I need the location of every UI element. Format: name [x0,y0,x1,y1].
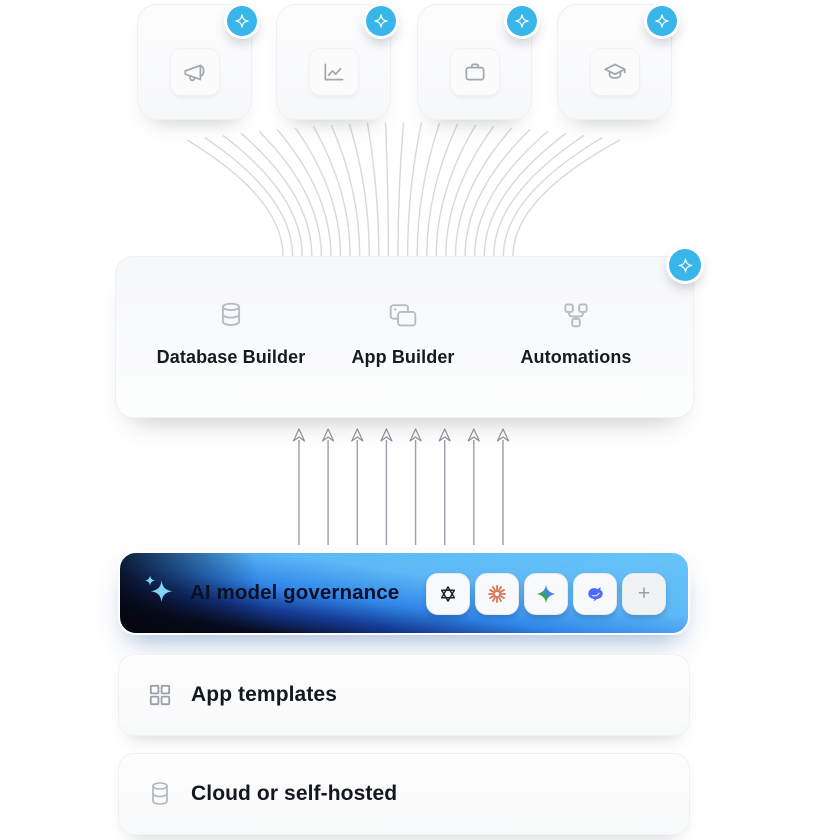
banner-title: AI model governance [190,581,400,604]
deepseek-icon [584,583,607,606]
gemini-icon [535,583,557,605]
ai-sparkle-badge [227,6,257,36]
platform-item-database-builder: Database Builder [141,297,321,368]
sparkle-icon [136,570,182,616]
ai-sparkle-badge [647,6,677,36]
icon-tile [308,48,359,96]
sparkle-icon [676,256,695,275]
ai-sparkle-badge [507,6,537,36]
use-case-card-education [557,4,677,120]
fan-lines [186,121,621,257]
briefcase-icon [462,59,488,85]
icon-tile [449,48,500,96]
icon-tile [589,48,640,96]
plus-icon: + [637,581,651,605]
openai-icon [437,583,459,605]
feature-row-app-templates: App templates [118,654,690,736]
platform-item-automations: Automations [486,297,666,368]
platform-panel: Database Builder App Builder [115,249,701,418]
megaphone-icon [182,59,208,85]
sparkle-icon [513,12,531,30]
app-builder-icon [313,297,493,333]
database-icon [141,297,321,333]
platform-item-label: Database Builder [156,347,306,367]
ai-sparkle-badge [669,249,701,281]
use-case-card-analytics [276,4,396,120]
ai-sparkle-badge [366,6,396,36]
sparkle-icon [233,12,251,30]
openai-logo-chip[interactable] [426,573,470,615]
feature-row-label: Cloud or self-hosted [191,782,398,805]
ai-governance-banner: AI model governance [118,551,690,635]
sparkle-icon [653,12,671,30]
icon-tile [169,48,220,96]
platform-item-label: Automations [520,347,632,367]
up-arrows [292,428,510,545]
grid-icon [147,682,173,708]
feature-row-hosting: Cloud or self-hosted [118,753,690,835]
provider-chips: + [426,573,666,615]
sparkle-icon [372,12,390,30]
claude-icon [486,583,508,605]
automations-icon [486,297,666,333]
graduation-cap-icon [602,59,628,85]
gemini-logo-chip[interactable] [524,573,568,615]
database-icon [147,780,173,808]
use-case-card-business [417,4,537,120]
deepseek-logo-chip[interactable] [573,573,617,615]
add-provider-button[interactable]: + [622,573,666,615]
claude-logo-chip[interactable] [475,573,519,615]
line-chart-icon [321,59,347,85]
use-case-card-marketing [137,4,257,120]
feature-row-label: App templates [191,683,337,706]
platform-item-label: App Builder [351,347,455,367]
platform-item-app-builder: App Builder [313,297,493,368]
